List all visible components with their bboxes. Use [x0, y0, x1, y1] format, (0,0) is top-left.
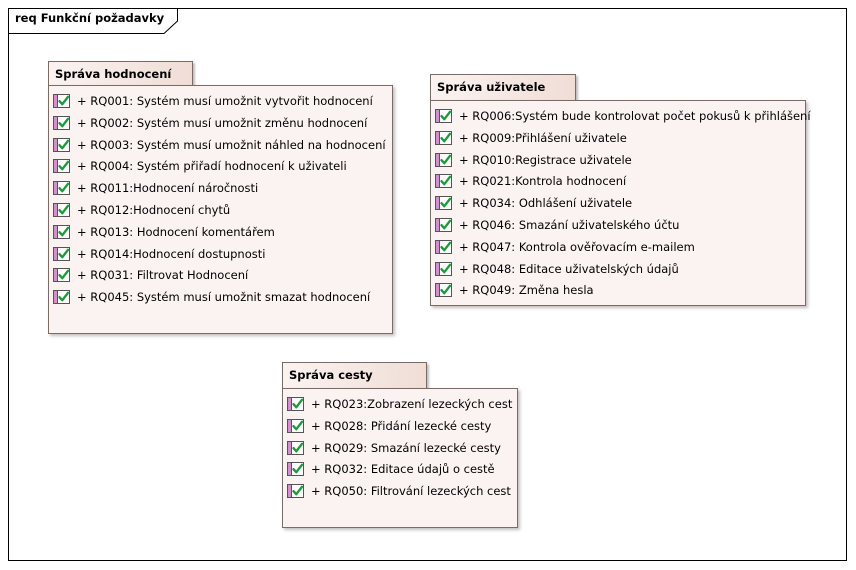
diagram-title: req Funkční požadavky [15, 11, 165, 25]
package-name: Správa uživatele [437, 80, 546, 94]
package-sprava-uzivatele[interactable] [430, 100, 806, 306]
package-name: Správa cesty [289, 368, 373, 382]
requirement-checkbox-icon [287, 418, 304, 433]
requirement-label: + RQ013: Hodnocení komentářem [77, 224, 275, 239]
requirement-checkbox-icon [53, 181, 70, 196]
requirement-item[interactable]: + RQ029: Smazání lezecké cesty [287, 439, 501, 457]
requirement-checkbox-icon [435, 283, 452, 298]
package-name: Správa hodnocení [55, 67, 172, 81]
requirement-checkbox-icon [53, 203, 70, 217]
requirement-label: + RQ029: Smazání lezecké cesty [311, 440, 501, 455]
requirement-item[interactable]: + RQ045: Systém musí umožnit smazat hodn… [53, 288, 370, 306]
requirement-label: + RQ002: Systém musí umožnit změnu hodno… [77, 115, 368, 130]
requirement-label: + RQ049: Změna hesla [459, 283, 594, 298]
requirement-checkbox-icon [435, 239, 452, 254]
requirement-item[interactable]: + RQ034: Odhlášení uživatele [435, 194, 632, 212]
requirement-checkbox-icon [53, 159, 70, 174]
requirement-label: + RQ006:Systém bude kontrolovat počet po… [459, 109, 811, 123]
requirement-checkbox-icon [435, 196, 452, 211]
requirement-checkbox-icon [287, 462, 304, 477]
requirement-item[interactable]: + RQ012:Hodnocení chytů [53, 201, 230, 219]
requirement-label: + RQ028: Přidání lezecké cesty [311, 418, 492, 433]
requirement-item[interactable]: + RQ047: Kontrola ověřovacím e-mailem [435, 238, 695, 256]
requirement-checkbox-icon [287, 397, 304, 411]
requirement-label: + RQ048: Editace uživatelských údajů [459, 261, 679, 276]
requirement-item[interactable]: + RQ046: Smazání uživatelského účtu [435, 216, 679, 234]
requirement-checkbox-icon [435, 109, 452, 123]
requirement-checkbox-icon [53, 290, 70, 305]
diagram-frame [8, 8, 847, 561]
requirement-label: + RQ012:Hodnocení chytů [77, 203, 231, 217]
requirement-item[interactable]: + RQ049: Změna hesla [435, 281, 594, 299]
requirement-checkbox-icon [435, 174, 452, 189]
requirement-checkbox-icon [435, 130, 452, 145]
requirement-checkbox-icon [53, 224, 70, 239]
requirement-checkbox-icon [287, 440, 304, 455]
requirement-checkbox-icon [435, 218, 452, 232]
requirement-item[interactable]: + RQ048: Editace uživatelských údajů [435, 260, 679, 278]
requirement-item[interactable]: + RQ050: Filtrování lezeckých cest [287, 482, 511, 500]
requirement-item[interactable]: + RQ013: Hodnocení komentářem [53, 223, 275, 241]
requirement-label: + RQ021:Kontrola hodnocení [459, 174, 627, 189]
package-tab-sprava-cesty[interactable]: Správa cesty [282, 362, 427, 389]
requirement-label: + RQ011:Hodnocení náročnosti [77, 181, 259, 196]
requirement-label: + RQ010:Registrace uživatele [459, 152, 632, 167]
requirement-item[interactable]: + RQ001: Systém musí umožnit vytvořit ho… [53, 92, 373, 110]
requirement-item[interactable]: + RQ028: Přidání lezecké cesty [287, 417, 491, 435]
requirement-label: + RQ004: Systém přiřadí hodnocení k uživ… [77, 159, 347, 174]
requirement-item[interactable]: + RQ014:Hodnocení dostupnosti [53, 245, 265, 263]
requirement-item[interactable]: + RQ002: Systém musí umožnit změnu hodno… [53, 114, 367, 132]
requirement-checkbox-icon [53, 94, 70, 108]
requirement-label: + RQ050: Filtrování lezeckých cest [311, 484, 511, 499]
requirement-item[interactable]: + RQ031: Filtrovat Hodnocení [53, 266, 248, 284]
requirement-item[interactable]: + RQ003: Systém musí umožnit náhled na h… [53, 136, 386, 154]
frame-label-tab [8, 8, 178, 34]
requirement-item[interactable]: + RQ021:Kontrola hodnocení [435, 172, 626, 190]
requirement-item[interactable]: + RQ023:Zobrazení lezeckých cest [287, 395, 512, 413]
requirement-label: + RQ023:Zobrazení lezeckých cest [311, 397, 513, 411]
requirement-label: + RQ009:Přihlášení uživatele [459, 130, 627, 145]
requirement-checkbox-icon [287, 484, 304, 499]
requirement-checkbox-icon [53, 268, 70, 283]
requirement-label: + RQ014:Hodnocení dostupnosti [77, 246, 266, 261]
requirement-item[interactable]: + RQ011:Hodnocení náročnosti [53, 179, 258, 197]
requirement-checkbox-icon [53, 246, 70, 261]
requirement-label: + RQ031: Filtrovat Hodnocení [77, 268, 249, 283]
requirement-item[interactable]: + RQ006:Systém bude kontrolovat počet po… [435, 107, 811, 125]
package-sprava-cesty[interactable] [282, 388, 518, 528]
requirement-label: + RQ034: Odhlášení uživatele [459, 196, 633, 211]
requirement-label: + RQ001: Systém musí umožnit vytvořit ho… [77, 94, 373, 108]
requirement-checkbox-icon [435, 261, 452, 276]
requirement-item[interactable]: + RQ004: Systém přiřadí hodnocení k uživ… [53, 157, 347, 175]
package-tab-sprava-hodnoceni[interactable]: Správa hodnocení [48, 61, 193, 86]
requirement-label: + RQ003: Systém musí umožnit náhled na h… [77, 137, 386, 152]
package-tab-sprava-uzivatele[interactable]: Správa uživatele [430, 74, 576, 101]
requirement-checkbox-icon [53, 115, 70, 130]
requirement-label: + RQ045: Systém musí umožnit smazat hodn… [77, 290, 371, 305]
requirement-item[interactable]: + RQ032: Editace údajů o cestě [287, 460, 495, 478]
requirement-checkbox-icon [53, 137, 70, 152]
package-sprava-hodnoceni[interactable] [48, 85, 393, 334]
requirement-item[interactable]: + RQ010:Registrace uživatele [435, 151, 632, 169]
requirement-item[interactable]: + RQ009:Přihlášení uživatele [435, 129, 627, 147]
requirement-label: + RQ047: Kontrola ověřovacím e-mailem [459, 239, 695, 254]
requirement-checkbox-icon [435, 152, 452, 167]
requirement-label: + RQ046: Smazání uživatelského účtu [459, 218, 680, 232]
requirement-label: + RQ032: Editace údajů o cestě [311, 462, 495, 477]
